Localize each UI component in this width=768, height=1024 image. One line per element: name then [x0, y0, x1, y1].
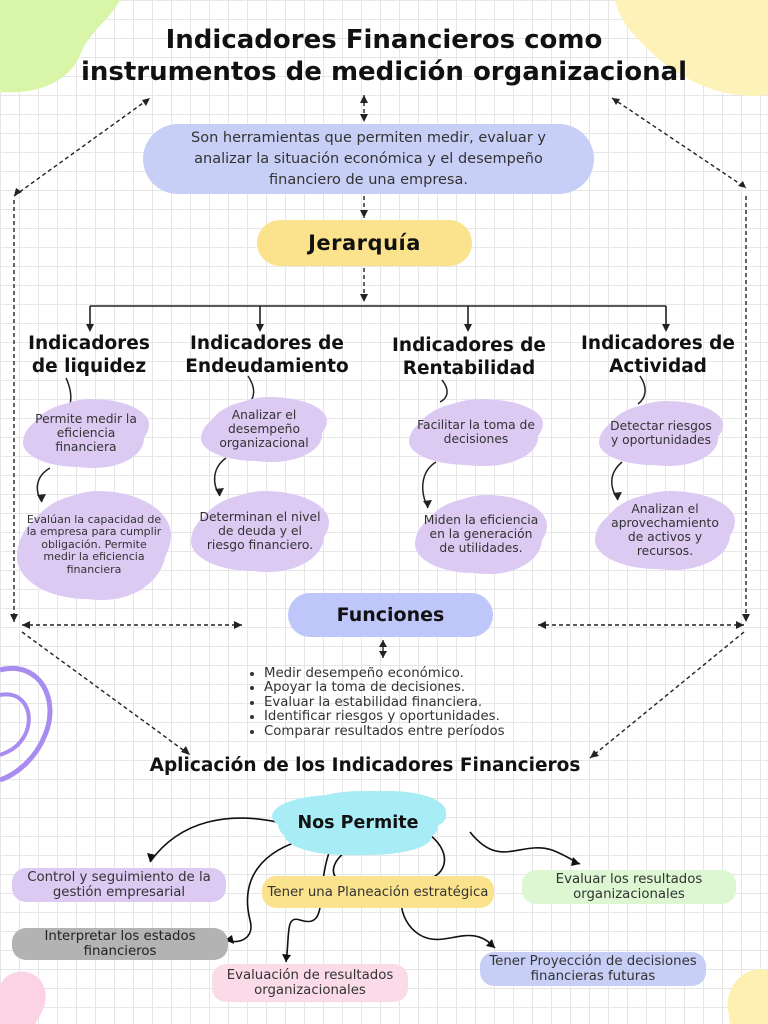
box-evaluation: Evaluación de resultados organizacionale…	[212, 964, 408, 1002]
heading-profitability-line-2: Rentabilidad	[402, 358, 536, 379]
arrow-to-planning	[332, 851, 346, 879]
heading-profitability: Indicadores de Rentabilidad	[380, 334, 558, 380]
hierarchy-label: Jerarquía	[257, 220, 472, 266]
function-item: Evaluar la estabilidad financiera.	[264, 695, 505, 710]
functions-list: Medir desempeño económico. Apoyar la tom…	[246, 666, 505, 739]
functions-label: Funciones	[288, 593, 493, 637]
box-evaluate-results: Evaluar los resultados organizacionales	[522, 870, 736, 904]
green-corner-blob	[0, 0, 120, 93]
cloud-liquidity-2: Evalúan la capacidad de la empresa para …	[24, 494, 164, 596]
page-title: Indicadores Financieros como instrumento…	[40, 24, 728, 88]
function-item: Apoyar la toma de decisiones.	[264, 680, 505, 695]
cloud-debt-2: Determinan el nivel de deuda y el riesgo…	[198, 494, 322, 568]
heading-debt-line-2: Endeudamiento	[185, 356, 349, 377]
arrow-to-interpret	[224, 837, 311, 943]
box-interpret: Interpretar los estados financieros	[12, 928, 228, 960]
cloud-activity-2: Analizan el aprovechamiento de activos y…	[602, 494, 728, 566]
purple-swirl	[0, 666, 53, 783]
heading-debt: Indicadores de Endeudamiento	[176, 332, 358, 378]
arrow-top-left	[13, 97, 151, 197]
box-control: Control y seguimiento de la gestión empr…	[12, 868, 226, 902]
cloud-debt-1: Analizar el desempeño organizacional	[208, 400, 320, 458]
arrow-top-right	[611, 97, 747, 189]
function-item: Comparar resultados entre períodos	[264, 724, 505, 739]
arrow-right-to-app	[589, 631, 745, 759]
title-line-1: Indicadores Financieros como	[165, 25, 603, 55]
definition-pill: Son herramientas que permiten medir, eva…	[143, 124, 594, 194]
heading-profitability-line-1: Indicadores de	[392, 335, 546, 356]
heading-liquidity-line-2: de liquidez	[31, 356, 147, 377]
cloud-profitability-2: Miden la eficiencia en la generación de …	[422, 498, 540, 570]
heading-activity: Indicadores de Actividad	[570, 332, 746, 378]
cloud-activity-1: Detectar riesgos y oportunidades	[606, 404, 716, 462]
purple-swirl-inner	[0, 692, 31, 757]
yellow-corner-blob	[615, 0, 768, 96]
box-planning: Tener una Planeación estratégica	[262, 876, 494, 908]
heading-activity-line-2: Actividad	[609, 356, 707, 377]
cloud-profitability-1: Facilitar la toma de decisiones	[416, 402, 536, 462]
arrow-to-control	[149, 817, 286, 863]
application-title: Aplicación de los Indicadores Financiero…	[149, 755, 581, 776]
heading-liquidity: Indicadores de liquidez	[14, 332, 164, 378]
heading-debt-line-1: Indicadores de	[190, 333, 344, 354]
function-item: Medir desempeño económico.	[264, 666, 505, 681]
allows-cloud: Nos Permite	[278, 795, 438, 851]
heading-liquidity-line-1: Indicadores	[28, 333, 150, 354]
cloud-liquidity-1: Permite medir la eficiencia financiera	[30, 402, 142, 464]
pink-heart-blob	[0, 971, 46, 1024]
title-line-2: instrumentos de medición organizacional	[80, 57, 688, 87]
function-item: Identificar riesgos y oportunidades.	[264, 709, 505, 724]
box-projection: Tener Proyección de decisiones financier…	[480, 952, 706, 986]
yellow-bottom-blob	[727, 969, 768, 1024]
arrow-to-evaluate	[469, 831, 581, 865]
heading-activity-line-1: Indicadores de	[581, 333, 735, 354]
